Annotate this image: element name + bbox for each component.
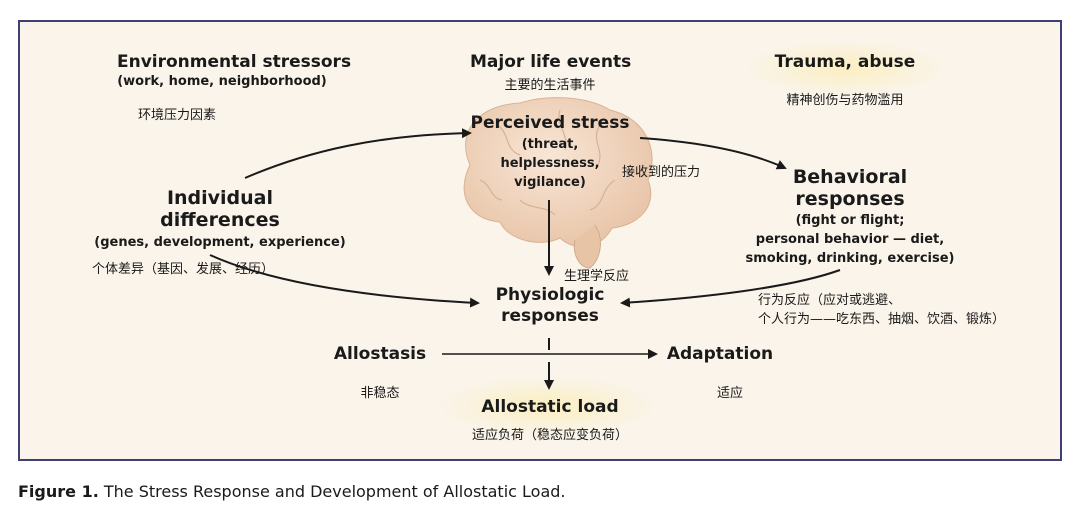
glow-allostatic-load — [438, 376, 658, 436]
behavioral-title-2: responses — [795, 188, 905, 210]
individual-sub: (genes, development, experience) — [94, 235, 346, 250]
physio-title-2: responses — [501, 306, 599, 326]
brain-illustration — [463, 97, 653, 269]
load-title: Allostatic load — [481, 397, 619, 417]
life-title: Major life events — [470, 52, 632, 72]
life-zh: 主要的生活事件 — [504, 78, 596, 93]
behavioral-zh2: 个人行为——吃东西、抽烟、饮酒、锻炼） — [758, 312, 1006, 327]
adaptation-title: Adaptation — [666, 344, 774, 364]
arrow-individual-to-physio — [209, 254, 480, 308]
perceived-sub3: vigilance) — [514, 175, 586, 190]
load-zh: 适应负荷（稳态应变负荷） — [471, 428, 628, 443]
arrow-individual-to-perceived — [244, 128, 472, 179]
individual-title-2: differences — [160, 209, 280, 231]
perceived-title: Perceived stress — [470, 113, 630, 133]
figure-caption-label: Figure 1. — [18, 482, 99, 501]
glow-trauma — [745, 40, 945, 96]
figure-caption: Figure 1. The Stress Response and Develo… — [18, 482, 566, 501]
behavioral-zh1: 行为反应（应对或逃避、 — [758, 293, 902, 308]
perceived-sub1: (threat, — [521, 137, 579, 152]
diagram-graphics — [209, 40, 945, 436]
allostasis-zh: 非稳态 — [360, 386, 400, 401]
individual-zh: 个体差异（基因、发展、经历） — [92, 262, 275, 277]
trauma-title: Trauma, abuse — [774, 52, 916, 72]
env-sub: (work, home, neighborhood) — [117, 74, 327, 89]
env-zh: 环境压力因素 — [138, 108, 217, 123]
physio-zh: 生理学反应 — [564, 269, 630, 284]
figure-caption-text: The Stress Response and Development of A… — [98, 482, 566, 501]
behavioral-sub3: smoking, drinking, exercise) — [745, 251, 955, 266]
perceived-zh: 接收到的压力 — [622, 165, 701, 180]
behavioral-sub1: (fight or flight; — [795, 213, 905, 228]
trauma-zh: 精神创伤与药物滥用 — [786, 93, 904, 108]
individual-title-1: Individual — [166, 187, 274, 209]
arrow-perceived-to-behavioral — [639, 137, 787, 170]
behavioral-title-1: Behavioral — [792, 166, 908, 188]
perceived-sub2: helplessness, — [500, 156, 600, 171]
env-title: Environmental stressors — [117, 52, 352, 72]
physio-title-1: Physiologic — [495, 285, 605, 305]
arrow-behavioral-to-physio — [620, 269, 841, 308]
adaptation-zh: 适应 — [716, 386, 743, 401]
allostasis-title: Allostasis — [333, 344, 427, 364]
behavioral-sub2: personal behavior — diet, — [755, 232, 945, 247]
